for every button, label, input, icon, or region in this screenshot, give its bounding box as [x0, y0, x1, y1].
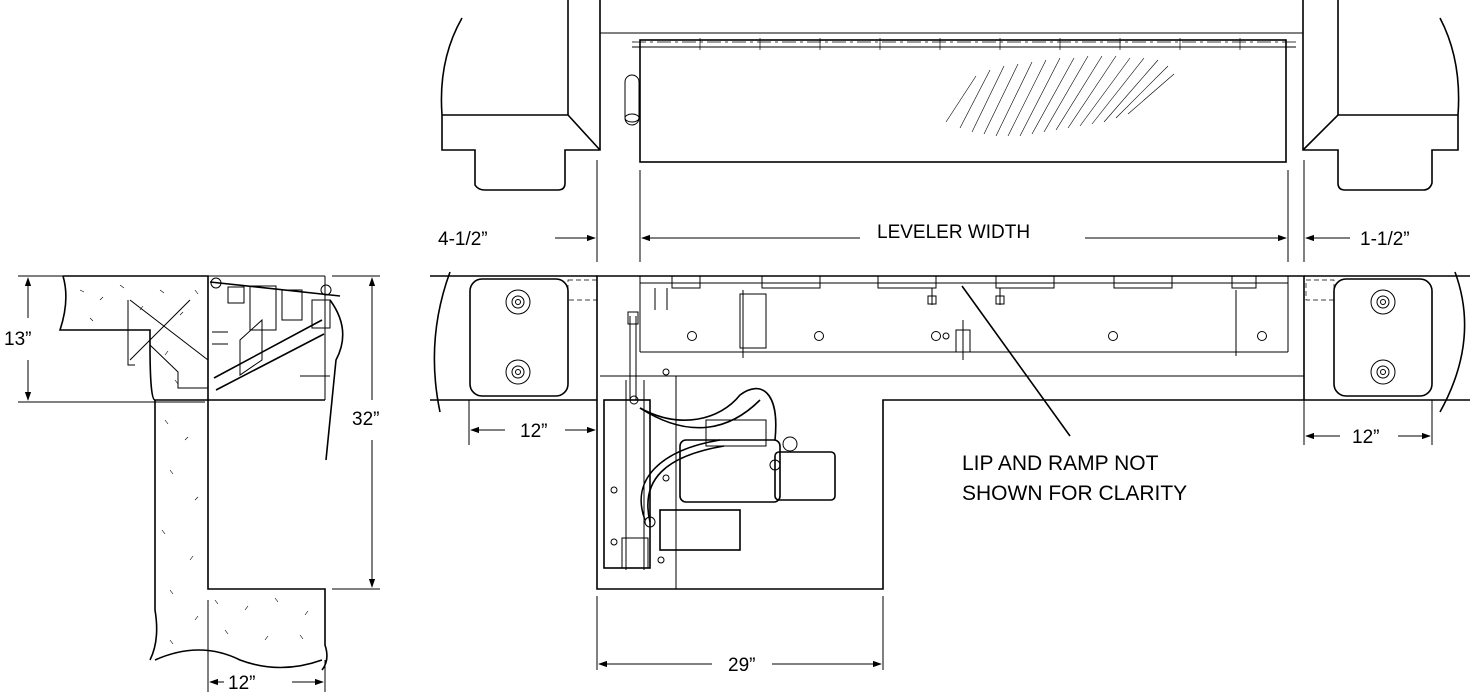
leveler-width-label: LEVELER WIDTH: [877, 222, 1030, 243]
pump-pocket-dim: 29”: [728, 655, 755, 676]
plan-view: [430, 271, 1470, 590]
motor: [679, 439, 781, 503]
right-bumper-dim: 12”: [1352, 427, 1379, 448]
left-offset-label: 4-1/2”: [438, 229, 488, 250]
note-line-2: SHOWN FOR CLARITY: [962, 482, 1187, 505]
note-leader-line: [961, 285, 1071, 437]
hatched-region: [945, 55, 1175, 137]
left-bumper-dim: 12”: [520, 421, 547, 442]
section-height-dim: 13”: [4, 329, 31, 350]
left-bumper: [469, 278, 569, 397]
right-bumper: [1333, 278, 1433, 397]
reservoir: [659, 509, 741, 551]
note-line-1: LIP AND RAMP NOT: [962, 452, 1159, 475]
pit-wall-dim: 12”: [228, 673, 255, 694]
side-section: [58, 275, 344, 671]
concrete-texture: [79, 284, 309, 645]
right-offset-label: 1-1/2”: [1360, 229, 1410, 250]
front-elevation: [440, 0, 1460, 191]
pit-depth-dim: 32”: [352, 409, 379, 430]
